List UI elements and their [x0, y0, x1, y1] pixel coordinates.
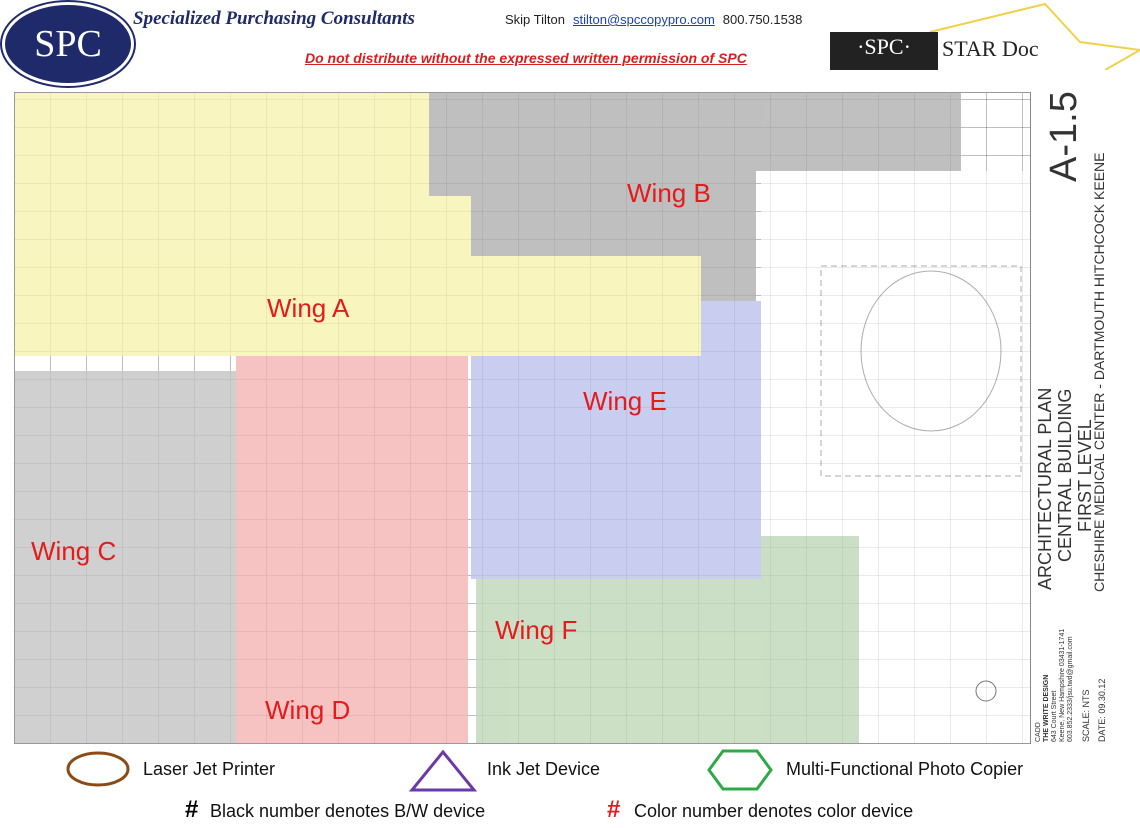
wing-b-label: Wing B [627, 178, 711, 208]
color-symbol: # [607, 796, 621, 823]
phone: 800.750.1538 [722, 12, 803, 27]
company-name: Specialized Purchasing Consultants [133, 8, 415, 29]
star-logo-spc: ·SPC· [830, 32, 938, 70]
title-line-4: CHESHIRE MEDICAL CENTER - DARTMOUTH HITC… [1091, 152, 1107, 592]
sheet-number: A-1.5 [1043, 91, 1085, 182]
cadd-label: CADD [1035, 722, 1042, 742]
legend-inkjet: Ink Jet Device [487, 759, 601, 779]
email-link[interactable]: stilton@spccopypro.com [572, 12, 715, 27]
star-logo-text: STAR Doc [942, 36, 1039, 61]
date: DATE: 09.30.12 [1097, 678, 1107, 742]
laser-printer-oval-icon [66, 751, 130, 787]
title-block: A-1.5 ARCHITECTURAL PLAN CENTRAL BUILDIN… [1030, 91, 1114, 744]
firm-city: Keene, New Hampshire 03431-1741 [1059, 628, 1066, 742]
zone-wing-f [476, 536, 859, 743]
zone-wing-b [429, 93, 961, 301]
legend-color: Color number denotes color device [634, 801, 914, 821]
legend-mfp: Multi-Functional Photo Copier [786, 759, 1024, 779]
bw-symbol: # [185, 796, 199, 823]
firm-address: 643 Court Street [1051, 690, 1058, 742]
scale: SCALE: NTS [1081, 689, 1091, 742]
wing-c-label: Wing C [31, 536, 117, 566]
floor-plan: Wing A Wing B Wing C Wing D Wing E Wing … [14, 92, 1114, 744]
firm-phone: 603.852.2333/jsu.twd@gmail.com [1067, 636, 1074, 742]
legend-laser: Laser Jet Printer [143, 759, 276, 779]
title-line-1: ARCHITECTURAL PLAN [1035, 387, 1055, 590]
spc-logo: SPC [2, 2, 134, 86]
wing-a-label: Wing A [267, 293, 350, 323]
contact-info: Skip Tilton stilton@spccopypro.com 800.750… [505, 12, 802, 27]
firm-name: THE WRITE DESIGN [1043, 674, 1050, 742]
zone-wing-c [15, 371, 236, 743]
star-icon [929, 2, 1140, 70]
logo-text: SPC [34, 23, 102, 65]
wing-d-label: Wing D [265, 695, 351, 725]
wing-e-label: Wing E [583, 386, 667, 416]
title-line-2: CENTRAL BUILDING [1055, 388, 1075, 562]
zone-wing-a [15, 93, 701, 356]
wing-zones [15, 93, 1031, 743]
star-doc-logo: ·SPC· STAR Doc [830, 2, 1140, 70]
distribution-warning: Do not distribute without the expressed … [305, 50, 747, 66]
zone-wing-d [236, 356, 468, 743]
zone-wing-e [471, 301, 761, 579]
mfp-hexagon-icon [707, 749, 773, 791]
inkjet-triangle-icon [408, 749, 478, 792]
wing-f-label: Wing F [495, 615, 578, 645]
legend-bw: Black number denotes B/W device [210, 801, 486, 821]
contact-name: Skip Tilton [505, 12, 565, 27]
